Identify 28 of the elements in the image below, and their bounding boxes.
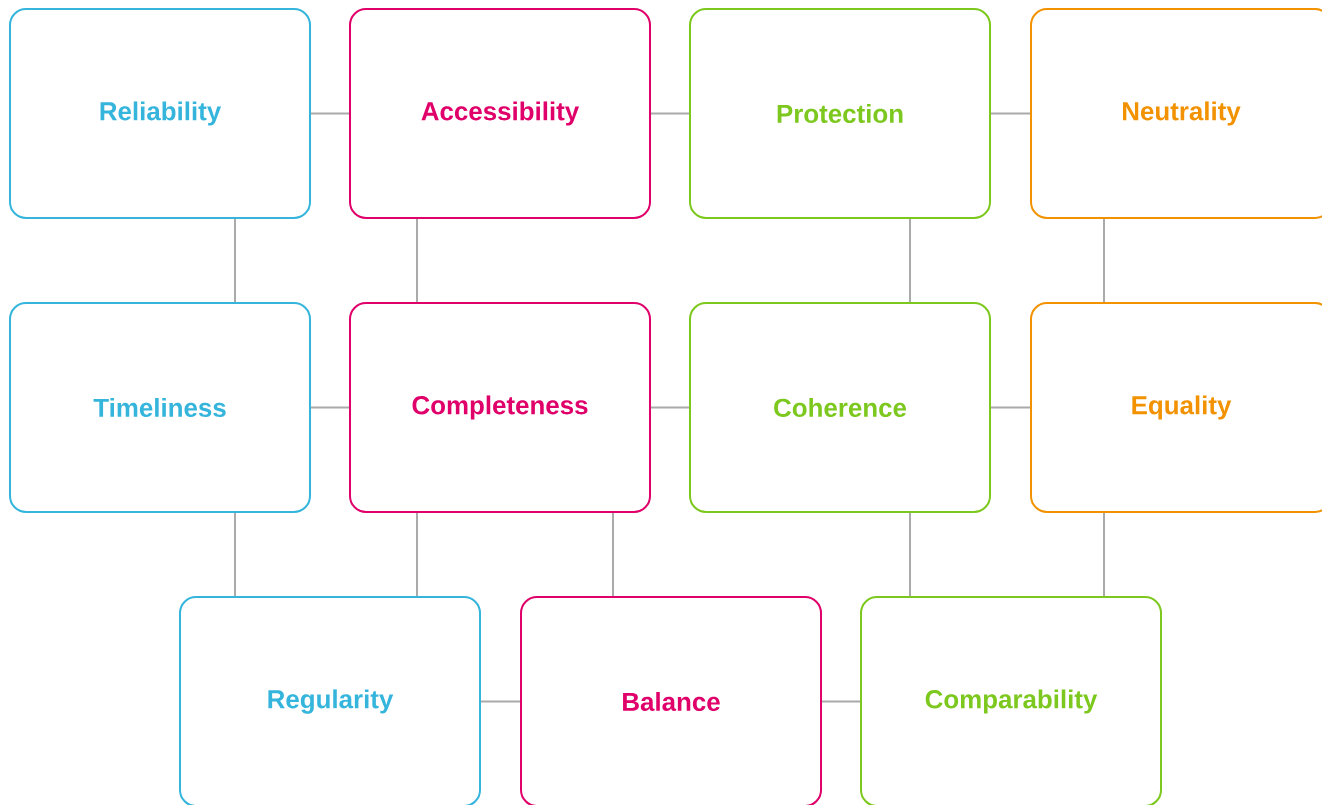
process-box: Completeness — [349, 302, 651, 513]
connector-line — [990, 112, 1031, 115]
connector-line — [990, 406, 1031, 409]
process-box: Balance — [520, 596, 822, 805]
connector-line — [234, 218, 236, 303]
process-box: Equality — [1030, 302, 1322, 513]
connector-line — [234, 512, 236, 597]
connector-line — [310, 406, 350, 409]
connector-line — [650, 406, 690, 409]
connector-line — [612, 512, 614, 597]
connector-line — [909, 218, 911, 303]
process-box: Accessibility — [349, 8, 651, 219]
connector-line — [909, 512, 911, 597]
connector-line — [821, 700, 861, 703]
connector-line — [310, 112, 350, 115]
process-box: Timeliness — [9, 302, 311, 513]
process-box: Protection — [689, 8, 991, 219]
connector-line — [1103, 218, 1105, 303]
connector-line — [416, 218, 418, 303]
connector-line — [480, 700, 521, 703]
process-box: Reliability — [9, 8, 311, 219]
process-box: Neutrality — [1030, 8, 1322, 219]
process-box: Coherence — [689, 302, 991, 513]
connector-line — [650, 112, 690, 115]
connector-line — [416, 512, 418, 597]
process-box: Regularity — [179, 596, 481, 805]
process-box: Comparability — [860, 596, 1162, 805]
connector-line — [1103, 512, 1105, 597]
